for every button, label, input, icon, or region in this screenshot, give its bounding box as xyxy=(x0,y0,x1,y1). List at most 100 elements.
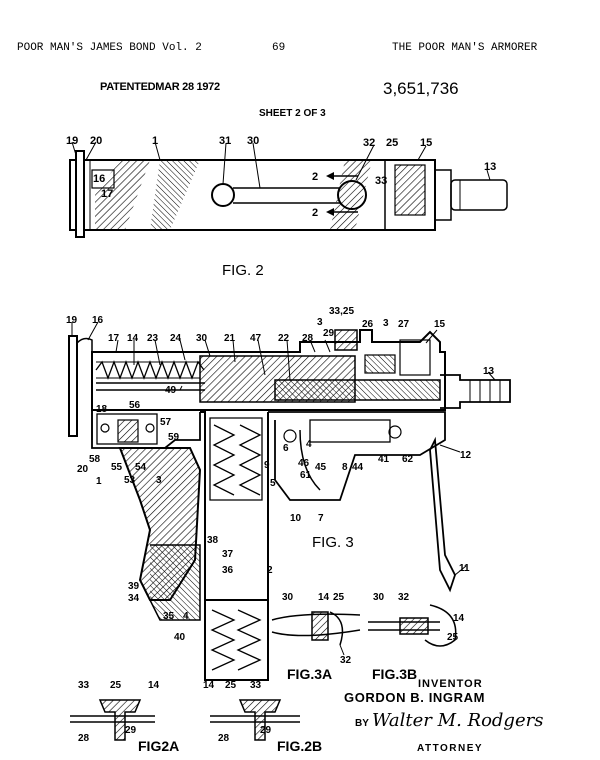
running-header-right: THE POOR MAN'S ARMORER xyxy=(392,42,538,54)
fig3b-callout: 14 xyxy=(453,613,465,624)
inventor-label: INVENTOR xyxy=(418,678,483,690)
fig3b-drawing xyxy=(368,604,457,647)
fig3-callout: 56 xyxy=(129,400,141,411)
fig2b-callout: 28 xyxy=(218,733,230,744)
patent-number: 3,651,736 xyxy=(383,79,459,98)
fig3-callout: 34 xyxy=(128,593,140,604)
fig3a-drawing xyxy=(271,611,361,656)
fig3-callout: 24 xyxy=(170,333,182,344)
fig3-callout: 22 xyxy=(278,333,290,344)
fig2b-callout: 29 xyxy=(260,725,272,736)
inventor-name: GORDON B. INGRAM xyxy=(344,690,486,705)
fig3-callout: 3 xyxy=(156,475,162,486)
fig3-callout: 41 xyxy=(378,454,390,465)
fig3-callout: 9 xyxy=(264,460,270,471)
fig3-callout: 18 xyxy=(96,404,108,415)
fig3-callout: 45 xyxy=(315,462,327,473)
fig3-callout: 53 xyxy=(124,475,136,486)
fig2a-callout: 33 xyxy=(78,680,90,691)
fig3-leaders xyxy=(71,321,496,576)
fig2-callout: 13 xyxy=(484,161,496,173)
fig3-callout: 28 xyxy=(302,333,314,344)
fig3-callout: 8 xyxy=(342,462,348,473)
fig3-callout: 37 xyxy=(222,549,234,560)
fig3-callout: 30 xyxy=(196,333,208,344)
fig3-callout: 29 xyxy=(323,328,335,339)
fig3a-callout: 30 xyxy=(282,592,294,603)
page-number: 69 xyxy=(272,42,286,54)
fig2-callout: 31 xyxy=(219,135,231,147)
fig3-callout: 1 xyxy=(96,476,102,487)
fig3-callout: 39 xyxy=(128,581,140,592)
fig2a-callout: 14 xyxy=(148,680,160,691)
fig2-leaders xyxy=(71,141,491,189)
fig3-callout: 62 xyxy=(402,454,414,465)
fig3-callout: 33,25 xyxy=(329,306,354,317)
fig3-callout: 20 xyxy=(77,464,89,475)
fig3-callout: 17 xyxy=(108,333,120,344)
fig2-drawing xyxy=(69,150,508,238)
fig2a-callout: 28 xyxy=(78,733,90,744)
by-label: BY xyxy=(355,718,369,729)
fig3b-callout: 30 xyxy=(373,592,385,603)
fig3-callout: 16 xyxy=(92,315,104,326)
fig2a-callout: 25 xyxy=(110,680,122,691)
fig2a-drawing xyxy=(70,699,155,741)
fig2b-labels: 14 25 33 28 29 xyxy=(203,680,272,744)
fig3-callout: 47 xyxy=(250,333,262,344)
fig2-callout: 2 xyxy=(312,207,318,219)
fig3-labels: 19 16 17 14 23 24 30 21 47 22 28 3 29 33… xyxy=(66,306,495,643)
fig2a-title: FIG2A xyxy=(138,738,179,754)
fig3a-title: FIG.3A xyxy=(287,666,332,682)
fig3-callout: 21 xyxy=(224,333,236,344)
fig2b-drawing xyxy=(210,699,300,741)
fig3-callout: 27 xyxy=(398,319,410,330)
fig3-callout: 4 xyxy=(183,611,189,622)
fig2-callout: 17 xyxy=(101,188,113,200)
attorney-label: ATTORNEY xyxy=(417,743,484,754)
fig3-callout: 49 xyxy=(165,385,177,396)
fig2a-labels: 33 25 14 28 29 xyxy=(78,680,160,744)
fig3b-callout: 32 xyxy=(398,592,410,603)
fig2-callout: 15 xyxy=(420,137,432,149)
fig3-callout: 10 xyxy=(290,513,302,524)
fig2b-callout: 33 xyxy=(250,680,262,691)
fig3-callout: 7 xyxy=(318,513,324,524)
fig3-callout: 46 xyxy=(298,458,310,469)
fig3-callout: 6 xyxy=(283,443,289,454)
fig2-callout: 1 xyxy=(152,135,158,147)
fig2b-callout: 25 xyxy=(225,680,237,691)
fig3-callout: 40 xyxy=(174,632,186,643)
fig3b-callout: 25 xyxy=(447,632,459,643)
fig2b-title: FIG.2B xyxy=(277,738,322,754)
fig3-callout: 44 xyxy=(352,462,364,473)
fig3-drawing xyxy=(68,329,511,681)
fig3-callout: 3 xyxy=(317,317,323,328)
fig2-title: FIG. 2 xyxy=(222,262,264,279)
fig3-callout: 57 xyxy=(160,417,172,428)
fig3-callout: 12 xyxy=(460,450,472,461)
fig3-callout: 11 xyxy=(459,563,470,574)
patented-date: PATENTEDMAR 28 1972 xyxy=(100,81,220,93)
fig3-callout: 61 xyxy=(300,470,312,481)
fig3-callout: 2 xyxy=(267,565,273,576)
fig3a-callout: 32 xyxy=(340,655,352,666)
fig3-callout: 38 xyxy=(207,535,219,546)
fig3-callout: 14 xyxy=(127,333,139,344)
fig2b-callout: 14 xyxy=(203,680,215,691)
fig2-callout: 2 xyxy=(312,171,318,183)
sheet-label: SHEET 2 OF 3 xyxy=(259,108,326,119)
fig3a-labels: 30 14 25 32 xyxy=(282,592,352,666)
fig3-callout: 59 xyxy=(168,432,180,443)
fig2-callout: 16 xyxy=(93,173,105,185)
fig3-callout: 36 xyxy=(222,565,234,576)
fig2-callout: 33 xyxy=(375,175,387,187)
fig3-callout: 15 xyxy=(434,319,446,330)
fig3b-title: FIG.3B xyxy=(372,666,417,682)
fig3a-callout: 25 xyxy=(333,592,345,603)
fig3-title: FIG. 3 xyxy=(312,534,354,551)
fig2-callout: 19 xyxy=(66,135,78,147)
fig2-callout: 25 xyxy=(386,137,398,149)
fig3-callout: 26 xyxy=(362,319,374,330)
